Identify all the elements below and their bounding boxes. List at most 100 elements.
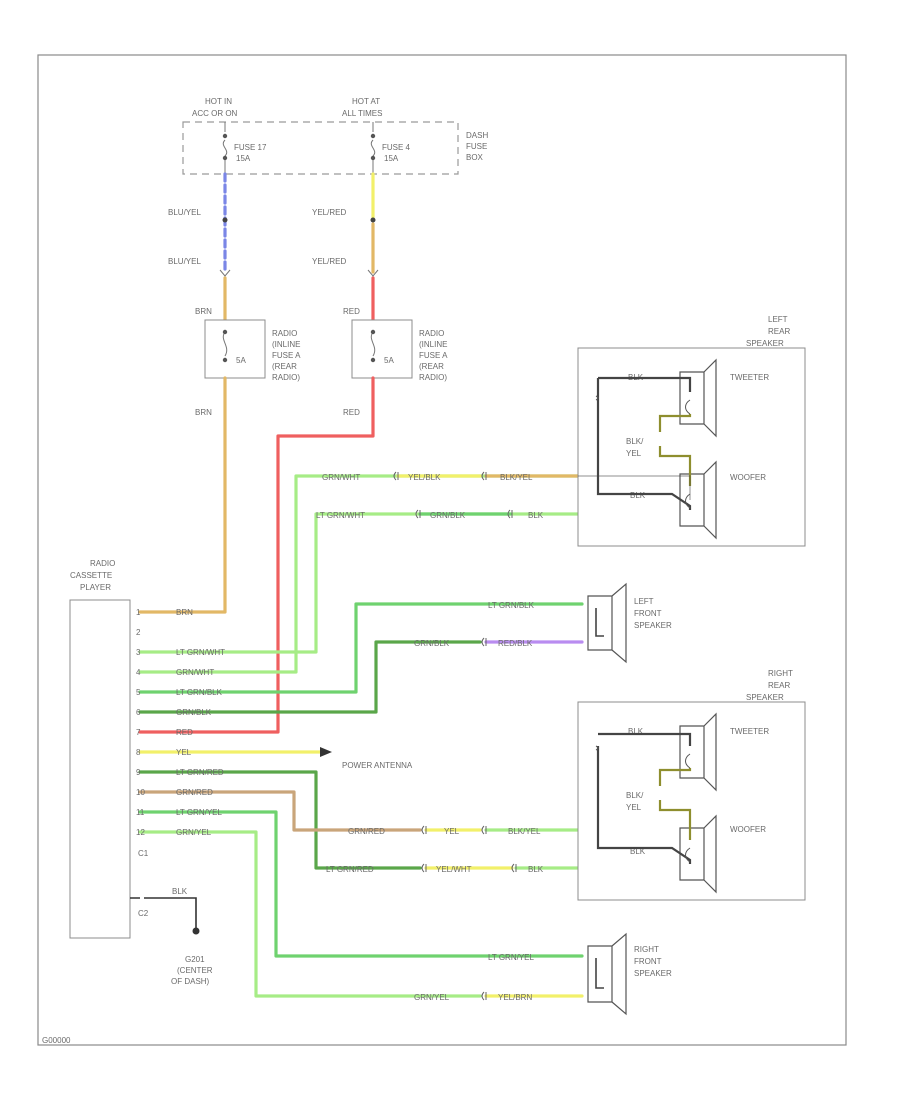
radio-pin-wire-label: LT GRN/RED xyxy=(176,768,224,777)
fuse-17-amp: 15A xyxy=(236,154,251,163)
radio-pin-wire-label: GRN/YEL xyxy=(176,828,212,837)
upper-wire-left-4: BRN xyxy=(195,408,212,417)
dash-fuse-box: HOT IN ACC OR ON HOT AT ALL TIMES FUSE 1… xyxy=(182,97,488,175)
run-rr2-a: LT GRN/RED xyxy=(326,865,374,874)
right-rear-speaker: RIGHT REAR SPEAKER TWEETER WOOFER BLK/ Y… xyxy=(577,669,806,901)
radio-pin-number: 4 xyxy=(136,668,141,677)
left-rear-tweeter-icon xyxy=(679,358,717,438)
left-rear-tweeter-label: TWEETER xyxy=(730,373,769,382)
diagram-frame xyxy=(37,54,847,1046)
wire-grn-blk xyxy=(138,640,482,714)
wire-grn-red xyxy=(138,790,422,832)
right-front-speaker: RIGHT FRONT SPEAKER xyxy=(587,932,672,1016)
radio-pin-wire-label: LT GRN/BLK xyxy=(176,688,223,697)
run-lf-bottom-a: GRN/BLK xyxy=(414,639,450,648)
radio-pin-row: 5 LT GRN/BLK xyxy=(136,688,223,697)
fuse-4-amp: 15A xyxy=(384,154,399,163)
harness-wires xyxy=(138,376,584,998)
upper-wire-left-3: BRN xyxy=(195,307,212,316)
svg-text:RIGHT: RIGHT xyxy=(768,669,793,678)
hot-label-left: HOT IN xyxy=(205,97,232,106)
svg-text:LEFT: LEFT xyxy=(768,315,788,324)
run-lr1-a: GRN/WHT xyxy=(322,473,360,482)
svg-text:REAR: REAR xyxy=(768,681,790,690)
svg-text:SPEAKER: SPEAKER xyxy=(634,621,672,630)
fuse-box-name-3: BOX xyxy=(466,153,484,162)
radio-pin-wire-label: YEL xyxy=(176,748,192,757)
left-front-speaker-icon xyxy=(587,582,627,664)
run-rf-bottom-a: GRN/YEL xyxy=(414,993,450,1002)
run-rf-top: LT GRN/YEL xyxy=(488,953,534,962)
radio-pin-row: 12 GRN/YEL xyxy=(136,828,212,837)
radio-pin-number: 11 xyxy=(136,808,145,817)
svg-text:REAR: REAR xyxy=(768,327,790,336)
run-rr1-c: BLK/YEL xyxy=(508,827,541,836)
left-rear-woofer-label: WOOFER xyxy=(730,473,766,482)
radio-pin-row: 9 LT GRN/RED xyxy=(136,768,224,777)
radio-pin-row: 2 xyxy=(136,628,141,637)
radio-pin-number: 12 xyxy=(136,828,145,837)
hot-sub-right: ALL TIMES xyxy=(342,109,382,118)
wire-lt-grn-blk xyxy=(138,602,584,694)
run-rr2-c: BLK xyxy=(528,865,544,874)
radio-pin-number: 8 xyxy=(136,748,141,757)
radio-pin-number: 10 xyxy=(136,788,145,797)
svg-text:LEFT: LEFT xyxy=(634,597,654,606)
run-lr2-b: GRN/BLK xyxy=(430,511,466,520)
inline-fuse-left: 5A RADIO (INLINE FUSE A (REAR RADIO) xyxy=(204,319,301,382)
run-rr1-a: GRN/RED xyxy=(348,827,385,836)
upper-wire-right-2: YEL/RED xyxy=(312,257,346,266)
radio-title-1: RADIO xyxy=(90,559,115,568)
radio-title-3: PLAYER xyxy=(80,583,111,592)
left-front-speaker: LEFT FRONT SPEAKER xyxy=(587,582,672,664)
run-rf-bottom-b: YEL/BRN xyxy=(498,993,532,1002)
right-front-speaker-icon xyxy=(587,932,627,1016)
fuse-4-label: FUSE 4 xyxy=(382,143,411,152)
radio-pin-row: 11 LT GRN/YEL xyxy=(136,808,222,817)
svg-text:FRONT: FRONT xyxy=(634,609,662,618)
power-antenna-label: POWER ANTENNA xyxy=(342,761,413,770)
run-lr2-a: LT GRN/WHT xyxy=(316,511,365,520)
fuse-box-name-1: DASH xyxy=(466,131,488,140)
radio-pin-number: 3 xyxy=(136,648,141,657)
svg-text:SPEAKER: SPEAKER xyxy=(746,693,784,702)
radio-pin-number: 5 xyxy=(136,688,141,697)
radio-c2: C2 xyxy=(138,909,149,918)
svg-text:(INLINE: (INLINE xyxy=(272,340,300,349)
radio-pin-wire-label: LT GRN/YEL xyxy=(176,808,222,817)
svg-text:BLK: BLK xyxy=(630,491,646,500)
svg-text:SPEAKER: SPEAKER xyxy=(746,339,784,348)
ground-label-2: (CENTER xyxy=(177,966,213,975)
svg-text:YEL: YEL xyxy=(626,449,642,458)
fuse-17-label: FUSE 17 xyxy=(234,143,267,152)
run-lf-top: LT GRN/BLK xyxy=(488,601,535,610)
hot-sub-left: ACC OR ON xyxy=(192,109,238,118)
run-lr2-c: BLK xyxy=(528,511,544,520)
run-lf-bottom-b: RED/BLK xyxy=(498,639,533,648)
upper-wire-right-1: YEL/RED xyxy=(312,208,346,217)
power-antenna: POWER ANTENNA xyxy=(320,747,413,770)
svg-text:FUSE A: FUSE A xyxy=(272,351,301,360)
ground-label-3: OF DASH) xyxy=(171,977,210,986)
upper-wire-left-1: BLU/YEL xyxy=(168,208,201,217)
wire-lt-grn-red xyxy=(138,770,422,870)
radio-pin-number: 9 xyxy=(136,768,141,777)
svg-text:SPEAKER: SPEAKER xyxy=(634,969,672,978)
svg-text:FRONT: FRONT xyxy=(634,957,662,966)
fuse-box-name-2: FUSE xyxy=(466,142,487,151)
svg-text:RADIO: RADIO xyxy=(419,329,444,338)
svg-text:(REAR: (REAR xyxy=(272,362,297,371)
run-rr2-b: YEL/WHT xyxy=(436,865,472,874)
radio-c1: C1 xyxy=(138,849,149,858)
radio-title-2: CASSETTE xyxy=(70,571,112,580)
wire-brn xyxy=(138,376,227,614)
inline-fuse-right-amp: 5A xyxy=(384,356,394,365)
svg-text:BLK/: BLK/ xyxy=(626,437,644,446)
svg-text:RADIO: RADIO xyxy=(272,329,297,338)
upper-wire-right-3: RED xyxy=(343,307,360,316)
ground-g201: BLK G201 (CENTER OF DASH) xyxy=(130,887,213,986)
ground-wire-label: BLK xyxy=(172,887,188,896)
right-rear-woofer-label: WOOFER xyxy=(730,825,766,834)
